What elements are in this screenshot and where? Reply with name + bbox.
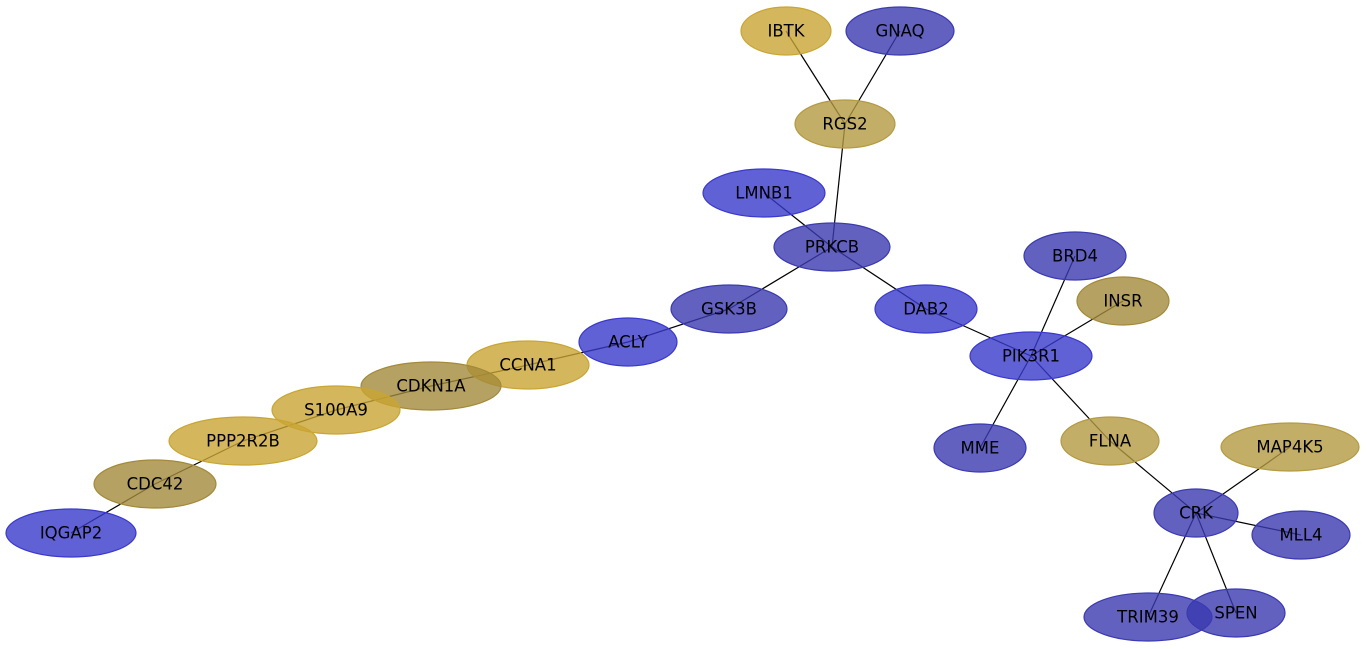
- node-label: TRIM39: [1116, 608, 1179, 627]
- node-shape: [1220, 422, 1360, 472]
- node-label: PIK3R1: [1002, 347, 1060, 366]
- node-label: CDC42: [127, 475, 184, 494]
- node-mme[interactable]: MME: [933, 423, 1027, 473]
- node-shape: [271, 385, 401, 435]
- node-label: ACLY: [608, 333, 649, 352]
- node-ccna1[interactable]: CCNA1: [466, 340, 590, 390]
- node-shape: [5, 508, 137, 558]
- node-label: IQGAP2: [40, 524, 102, 543]
- node-label: PPP2R2B: [206, 432, 280, 451]
- node-label: IBTK: [767, 22, 805, 41]
- node-lmnb1[interactable]: LMNB1: [702, 168, 826, 218]
- node-label: BRD4: [1052, 247, 1098, 266]
- node-prkcb[interactable]: PRKCB: [773, 222, 891, 272]
- node-shape: [1023, 231, 1127, 281]
- node-label: LMNB1: [735, 184, 793, 203]
- node-shape: [93, 459, 217, 509]
- node-label: SPEN: [1214, 604, 1257, 623]
- node-label: DAB2: [903, 300, 949, 319]
- node-shape: [740, 6, 832, 56]
- node-shape: [969, 331, 1093, 381]
- node-acly[interactable]: ACLY: [578, 317, 678, 367]
- node-cdc42[interactable]: CDC42: [93, 459, 217, 509]
- node-label: CCNA1: [499, 356, 556, 375]
- node-shape: [933, 423, 1027, 473]
- node-label: GNAQ: [875, 22, 924, 41]
- node-gnaq[interactable]: GNAQ: [845, 6, 955, 56]
- node-map4k5[interactable]: MAP4K5: [1220, 422, 1360, 472]
- node-shape: [1076, 276, 1170, 326]
- node-label: CRK: [1179, 504, 1214, 523]
- node-shape: [773, 222, 891, 272]
- node-shape: [845, 6, 955, 56]
- node-cdkn1a[interactable]: CDKN1A: [360, 361, 502, 411]
- node-label: FLNA: [1089, 432, 1132, 451]
- node-label: PRKCB: [805, 238, 859, 257]
- node-shape: [1083, 592, 1213, 642]
- node-shape: [360, 361, 502, 411]
- node-label: MLL4: [1279, 526, 1322, 545]
- node-flna[interactable]: FLNA: [1060, 416, 1160, 466]
- node-shape: [794, 99, 896, 149]
- node-label: S100A9: [304, 401, 368, 420]
- node-rgs2[interactable]: RGS2: [794, 99, 896, 149]
- node-dab2[interactable]: DAB2: [874, 284, 978, 334]
- node-insr[interactable]: INSR: [1076, 276, 1170, 326]
- node-label: MAP4K5: [1256, 438, 1323, 457]
- node-label: MME: [961, 439, 1000, 458]
- node-shape: [578, 317, 678, 367]
- node-ibtk[interactable]: IBTK: [740, 6, 832, 56]
- node-shape: [1251, 510, 1351, 560]
- node-shape: [874, 284, 978, 334]
- node-iqgap2[interactable]: IQGAP2: [5, 508, 137, 558]
- node-spen[interactable]: SPEN: [1186, 588, 1286, 638]
- node-shape: [1153, 488, 1239, 538]
- node-ppp2r2b[interactable]: PPP2R2B: [168, 416, 318, 466]
- node-crk[interactable]: CRK: [1153, 488, 1239, 538]
- node-shape: [670, 284, 788, 334]
- node-label: INSR: [1103, 292, 1142, 311]
- node-shape: [168, 416, 318, 466]
- node-label: GSK3B: [701, 300, 757, 319]
- node-pik3r1[interactable]: PIK3R1: [969, 331, 1093, 381]
- node-label: CDKN1A: [396, 377, 466, 396]
- node-label: RGS2: [822, 115, 867, 134]
- node-s100a9[interactable]: S100A9: [271, 385, 401, 435]
- node-brd4[interactable]: BRD4: [1023, 231, 1127, 281]
- node-trim39[interactable]: TRIM39: [1083, 592, 1213, 642]
- node-mll4[interactable]: MLL4: [1251, 510, 1351, 560]
- node-shape: [1060, 416, 1160, 466]
- node-shape: [702, 168, 826, 218]
- node-gsk3b[interactable]: GSK3B: [670, 284, 788, 334]
